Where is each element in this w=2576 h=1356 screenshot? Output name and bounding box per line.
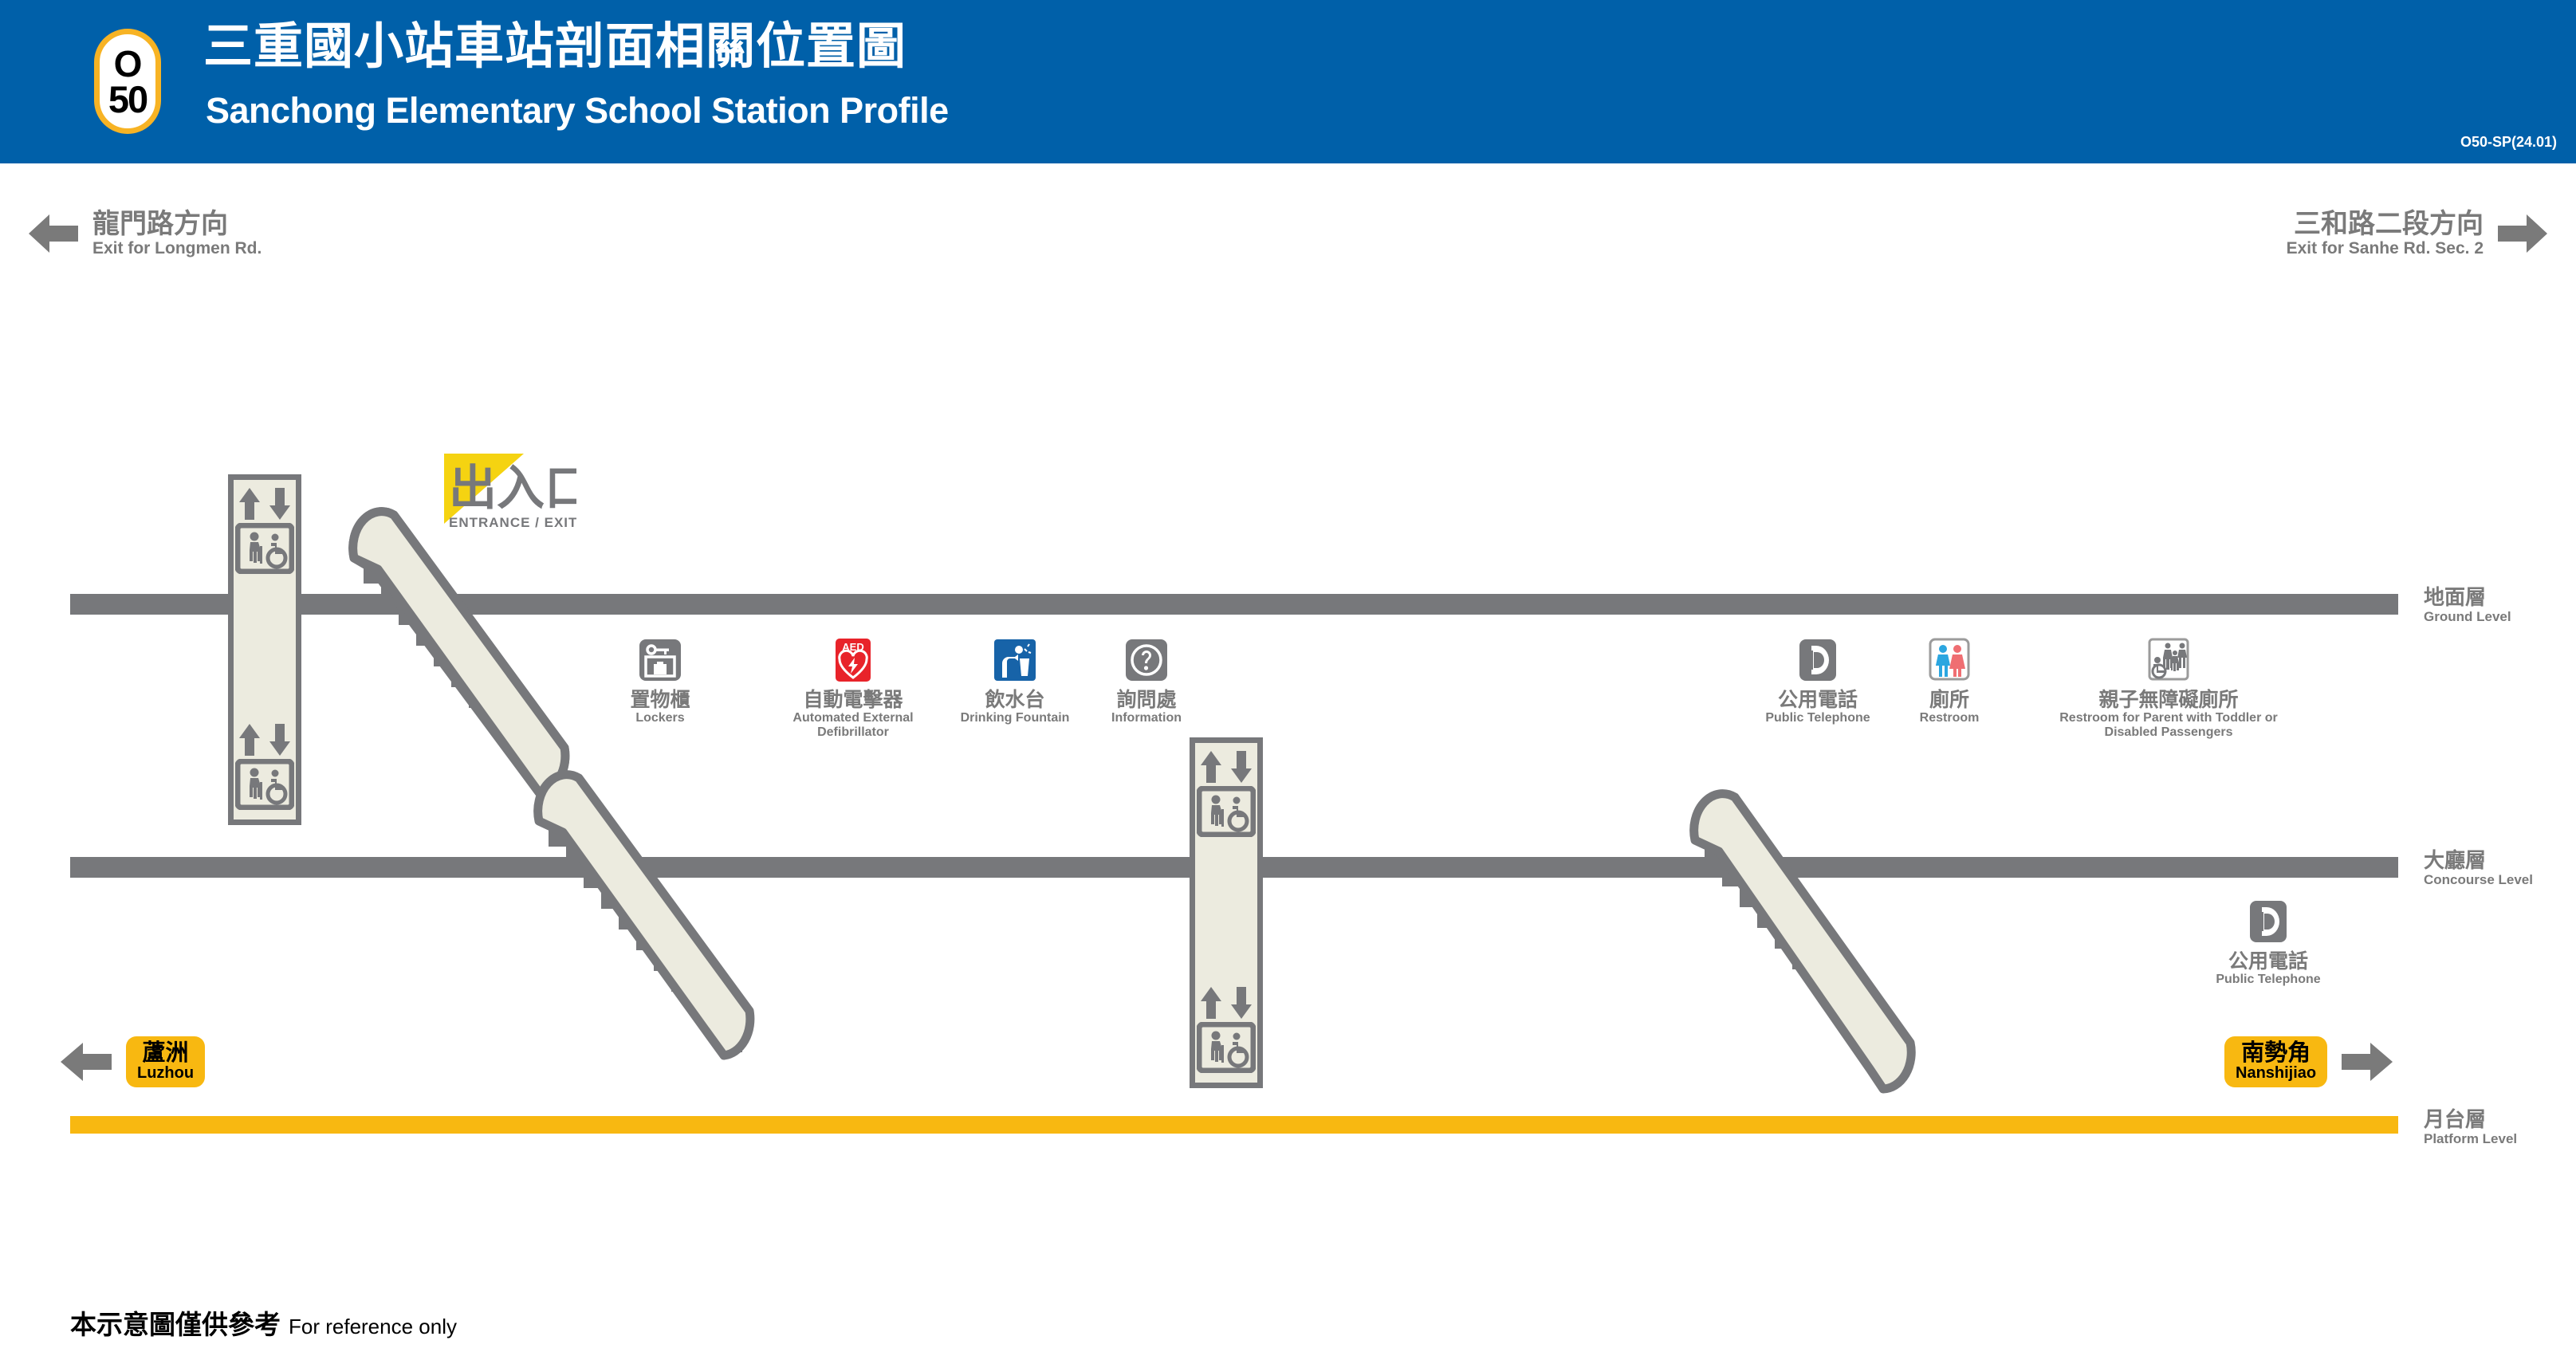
facility-information: 詢問處 Information xyxy=(1059,638,1234,725)
level-ground-en: Ground Level xyxy=(2424,608,2511,624)
drinking-fountain-icon xyxy=(994,639,1036,681)
footer-note: 本示意圖僅供參考 For reference only xyxy=(70,1303,457,1342)
level-platform-en: Platform Level xyxy=(2424,1130,2518,1146)
elevator-concourse-platform xyxy=(1190,737,1263,1088)
level-concourse-zh: 大廳層 xyxy=(2424,848,2487,872)
elevator-accessibility-icon xyxy=(1197,786,1256,837)
document-code: O50-SP(24.01) xyxy=(2460,134,2557,150)
aed-icon: AED xyxy=(836,639,871,682)
facility-public-telephone-ground-en: Public Telephone xyxy=(1765,711,1870,725)
facility-public-telephone-ground: 公用電話 Public Telephone xyxy=(1730,638,1905,725)
terminus-left-en: Luzhou xyxy=(137,1064,195,1083)
facility-drinking-fountain-zh: 飲水台 xyxy=(985,689,1045,711)
terminus-left-tag: 蘆洲 Luzhou xyxy=(126,1036,206,1088)
facility-drinking-fountain-en: Drinking Fountain xyxy=(960,711,1070,725)
facility-restroom-zh: 廁所 xyxy=(1929,689,1969,711)
locker-icon xyxy=(639,639,681,681)
facility-information-en: Information xyxy=(1111,711,1182,725)
terminus-right-en: Nanshijiao xyxy=(2236,1064,2317,1083)
terminus-right-tag: 南勢角 Nanshijiao xyxy=(2224,1036,2328,1088)
header-bar: O 50 三重國小站車站剖面相關位置圖 Sanchong Elementary … xyxy=(0,0,2576,163)
slab-platform-level xyxy=(70,1116,2398,1134)
facility-public-telephone-ground-zh: 公用電話 xyxy=(1777,689,1858,711)
arrow-left-icon xyxy=(29,214,78,254)
accessible-family-restroom-icon xyxy=(2148,638,2189,681)
facility-accessible-family-restroom: 親子無障礙廁所 Restroom for Parent with Toddler… xyxy=(2045,638,2292,741)
restroom-icon xyxy=(1929,638,1970,681)
elevator-up-down-arrows-icon xyxy=(1201,751,1252,783)
terminus-left-zh: 蘆洲 xyxy=(142,1040,189,1066)
facility-public-telephone-concourse-zh: 公用電話 xyxy=(2228,950,2308,973)
facility-aed-en: Automated External Defibrillator xyxy=(792,711,914,740)
page-title-en: Sanchong Elementary School Station Profi… xyxy=(206,90,949,131)
exit-left-label-zh: 龍門路方向 xyxy=(92,209,228,239)
level-concourse-en: Concourse Level xyxy=(2424,871,2533,887)
escalator-ground-concourse-left xyxy=(325,485,612,823)
terminus-left: 蘆洲 Luzhou xyxy=(61,1036,206,1088)
page-title-zh: 三重國小站車站剖面相關位置圖 xyxy=(203,19,907,74)
station-code-badge: O 50 xyxy=(94,29,161,134)
elevator-ground-concourse xyxy=(228,474,301,825)
entrance-yellow-triangle xyxy=(444,454,524,524)
telephone-icon xyxy=(1799,639,1836,681)
exit-right-label-zh: 三和路二段方向 xyxy=(2294,209,2484,239)
level-label-platform: 月台層 Platform Level xyxy=(2424,1108,2517,1146)
facility-lockers: 置物櫃 Lockers xyxy=(572,638,748,725)
station-line-letter: O xyxy=(113,42,143,85)
exit-direction-left: 龍門路方向 Exit for Longmen Rd. xyxy=(29,209,262,258)
facility-information-zh: 詢問處 xyxy=(1116,689,1177,711)
information-icon xyxy=(1126,639,1167,681)
elevator-up-down-arrows-icon xyxy=(239,724,290,756)
footer-note-zh: 本示意圖僅供參考 xyxy=(70,1310,281,1339)
elevator-accessibility-icon xyxy=(235,523,294,574)
facility-aed-zh: 自動電擊器 xyxy=(803,689,903,711)
elevator-accessibility-icon xyxy=(1197,1022,1256,1073)
entrance-exit-label-zh: 出入口 xyxy=(449,462,576,515)
terminus-right-zh: 南勢角 xyxy=(2241,1040,2311,1066)
entrance-exit-sign: 出入口 ENTRANCE / EXIT xyxy=(441,450,592,534)
station-number: 50 xyxy=(108,77,148,120)
elevator-up-down-arrows-icon xyxy=(1201,987,1252,1019)
facility-lockers-zh: 置物櫃 xyxy=(630,689,690,711)
level-label-ground: 地面層 Ground Level xyxy=(2424,586,2511,624)
elevator-up-down-arrows-icon xyxy=(239,488,290,520)
level-platform-zh: 月台層 xyxy=(2424,1107,2487,1131)
arrow-right-icon xyxy=(2498,214,2547,254)
facility-restroom: 廁所 Restroom xyxy=(1862,638,2037,725)
arrow-left-icon xyxy=(61,1043,112,1082)
arrow-right-icon xyxy=(2342,1043,2393,1082)
footer-note-en: For reference only xyxy=(289,1315,457,1338)
facility-public-telephone-concourse-en: Public Telephone xyxy=(2216,973,2321,986)
facility-public-telephone-concourse: 公用電話 Public Telephone xyxy=(2181,899,2356,987)
level-ground-zh: 地面層 xyxy=(2424,585,2487,609)
facility-drinking-fountain: 飲水台 Drinking Fountain xyxy=(927,638,1103,725)
facility-aed: AED 自動電擊器 Automated External Defibrillat… xyxy=(765,638,941,741)
escalator-concourse-platform-right xyxy=(1666,767,1953,1122)
facility-lockers-en: Lockers xyxy=(635,711,685,725)
facility-restroom-en: Restroom xyxy=(1919,711,1980,725)
terminus-right: 南勢角 Nanshijiao xyxy=(2224,1036,2393,1088)
elevator-accessibility-icon xyxy=(235,759,294,810)
escalator-concourse-platform-left xyxy=(510,748,797,1087)
exit-left-label-en: Exit for Longmen Rd. xyxy=(92,239,262,258)
exit-right-label-en: Exit for Sanhe Rd. Sec. 2 xyxy=(2286,239,2484,258)
entrance-exit-label-en: ENTRANCE / EXIT xyxy=(449,515,576,530)
facility-accessible-family-restroom-en: Restroom for Parent with Toddler or Disa… xyxy=(2059,711,2278,740)
facility-accessible-family-restroom-zh: 親子無障礙廁所 xyxy=(2098,689,2239,711)
exit-direction-right: 三和路二段方向 Exit for Sanhe Rd. Sec. 2 xyxy=(2287,209,2547,258)
telephone-icon xyxy=(2250,901,2287,942)
level-label-concourse: 大廳層 Concourse Level xyxy=(2424,849,2533,887)
